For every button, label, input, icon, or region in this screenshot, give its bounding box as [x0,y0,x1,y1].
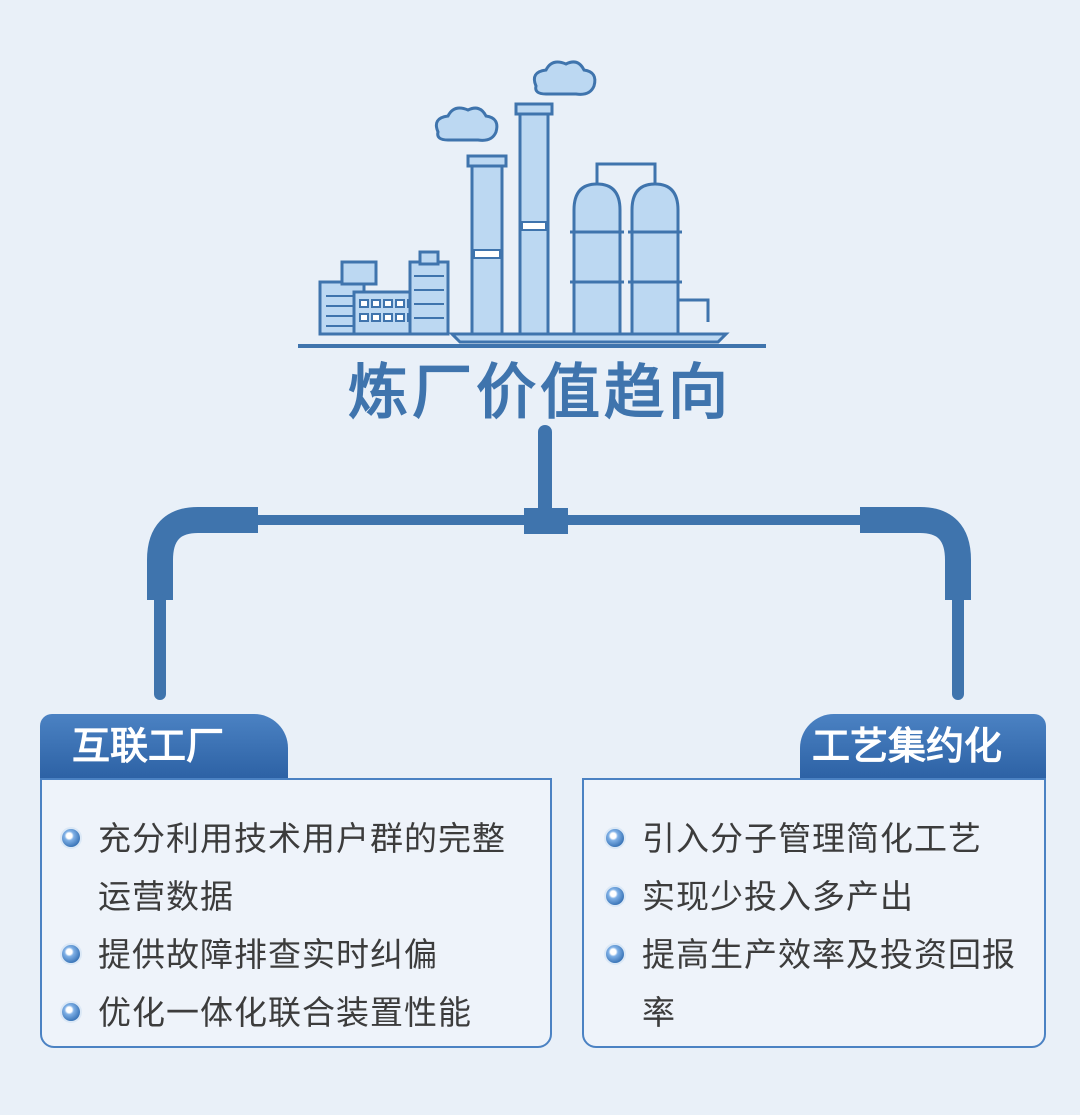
diagram-title: 炼厂价值趋向 [290,358,790,428]
list-item: 引入分子管理简化工艺 [598,810,1038,868]
platform [452,334,726,342]
bullet-icon [604,885,626,907]
list-item-text: 提供故障排查实时纠偏 [98,935,438,974]
connector-junction [524,508,568,534]
bullet-icon [60,827,82,849]
list-item: 提高生产效率及投资回报率 [598,926,1038,1042]
list-item-text: 提高生产效率及投资回报率 [642,935,1016,1032]
connector-right-elbow [860,520,958,600]
refinery-icon [298,62,766,346]
tank-left [574,184,620,334]
branch-right-title: 工艺集约化 [800,714,1046,778]
bullet-icon [604,943,626,965]
branch-right-panel: 引入分子管理简化工艺 实现少投入多产出 提高生产效率及投资回报率 [582,778,1046,1048]
connector-lines [160,432,958,694]
list-item: 优化一体化联合装置性能 [54,984,534,1042]
tank-right [632,184,678,334]
bullet-icon [60,943,82,965]
list-item-text: 实现少投入多产出 [642,877,914,916]
list-item: 充分利用技术用户群的完整运营数据 [54,810,534,926]
bullet-icon [604,827,626,849]
branch-left-panel: 充分利用技术用户群的完整运营数据 提供故障排查实时纠偏 优化一体化联合装置性能 [40,778,552,1048]
list-item-text: 优化一体化联合装置性能 [98,993,472,1032]
list-item: 实现少投入多产出 [598,868,1038,926]
smoke-cloud-left [436,108,497,140]
connector-left-elbow [160,520,258,600]
smoke-cloud-right [534,62,595,94]
list-item-text: 充分利用技术用户群的完整运营数据 [98,819,506,916]
branch-right-list: 引入分子管理简化工艺 实现少投入多产出 提高生产效率及投资回报率 [598,810,1038,1042]
list-item-text: 引入分子管理简化工艺 [642,819,982,858]
list-item: 提供故障排查实时纠偏 [54,926,534,984]
building-tower [410,262,448,334]
branch-left-list: 充分利用技术用户群的完整运营数据 提供故障排查实时纠偏 优化一体化联合装置性能 [54,810,534,1042]
branch-left-title: 互联工厂 [40,714,288,778]
bullet-icon [60,1001,82,1023]
